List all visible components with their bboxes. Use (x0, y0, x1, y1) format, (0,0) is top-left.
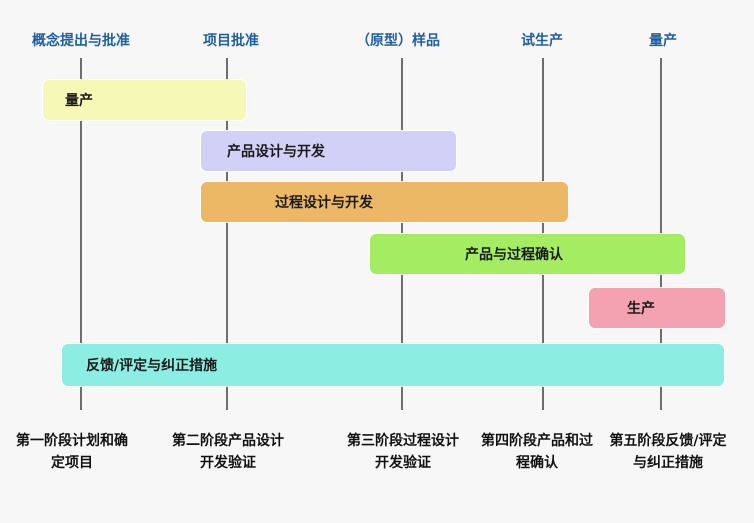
phase-caption-1: 第一阶段计划和确定项目 (16, 433, 128, 471)
phase-caption-5: 第五阶段反馈/评定与纠正措施 (609, 433, 727, 471)
bar-process-design-development: 过程设计与开发 (201, 182, 568, 222)
phase-caption-3: 第三阶段过程设计开发验证 (347, 433, 459, 471)
bar-label: 过程设计与开发 (275, 195, 373, 211)
bar-product-process-validation: 产品与过程确认 (370, 234, 685, 274)
bar-production: 生产 (589, 288, 725, 328)
milestone-label-mass-production: 量产 (649, 33, 677, 49)
bar-label: 量产 (65, 93, 93, 109)
bar-label: 反馈/评定与纠正措施 (86, 358, 218, 374)
milestone-line-1 (80, 58, 82, 410)
bar-feedback-assessment-corrective-action: 反馈/评定与纠正措施 (62, 344, 724, 386)
milestone-label-prototype: （原型）样品 (356, 33, 440, 49)
bar-label: 生产 (627, 301, 655, 317)
milestone-label-concept-approval: 概念提出与批准 (32, 33, 130, 49)
phase-caption-4: 第四阶段产品和过程确认 (481, 433, 593, 471)
milestone-line-2 (226, 58, 228, 410)
milestone-label-pilot-production: 试生产 (521, 33, 563, 49)
bar-label: 产品与过程确认 (465, 247, 563, 263)
bar-mass-production: 量产 (43, 80, 246, 120)
bar-product-design-development: 产品设计与开发 (201, 131, 456, 171)
milestone-label-project-approval: 项目批准 (203, 33, 259, 49)
bar-label: 产品设计与开发 (227, 144, 325, 160)
phase-caption-2: 第二阶段产品设计开发验证 (172, 433, 284, 471)
